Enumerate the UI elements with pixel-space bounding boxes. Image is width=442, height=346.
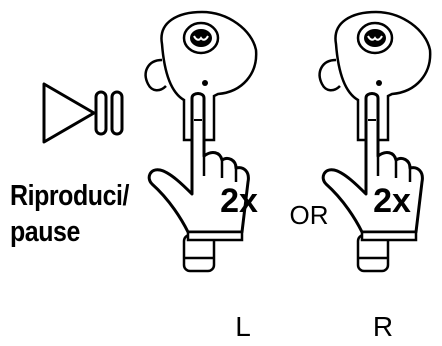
right-tap-count-label: 2x	[373, 182, 411, 220]
caption-line-1: Riproduci/	[10, 180, 130, 212]
caption-line-2: pause	[10, 216, 80, 248]
play-pause-caption: Riproduci/ pause	[10, 178, 129, 250]
play-pause-icon	[42, 82, 124, 144]
left-earbud-label: L	[235, 311, 251, 342]
or-conjunction: OR	[290, 200, 329, 230]
right-earbud-label: R	[373, 311, 393, 342]
left-tap-count-label: 2x	[220, 182, 258, 220]
